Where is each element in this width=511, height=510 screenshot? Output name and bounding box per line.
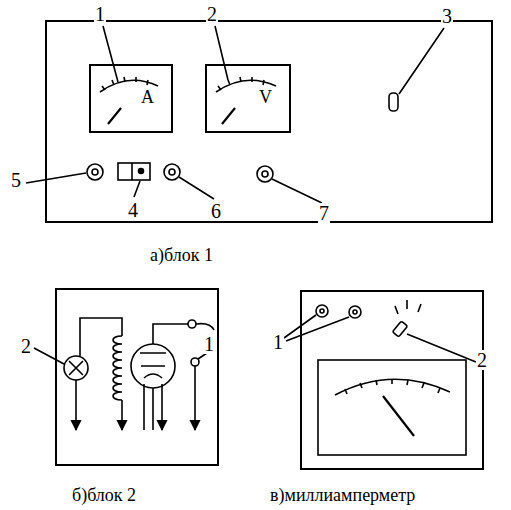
vacuum-tube bbox=[131, 344, 175, 388]
terminal-center bbox=[262, 171, 268, 177]
leader-lines bbox=[34, 348, 207, 364]
meter-window bbox=[318, 360, 466, 455]
callout-number: 2 bbox=[476, 350, 488, 370]
voltmeter-ticks bbox=[218, 77, 264, 90]
terminal bbox=[316, 305, 328, 317]
voltmeter-needle bbox=[222, 108, 235, 124]
callout-number: 7 bbox=[318, 203, 330, 223]
tube-electrodes bbox=[140, 353, 166, 378]
callout-number: 1 bbox=[272, 332, 284, 352]
terminal-center bbox=[353, 310, 357, 314]
equipment-panel: а)блок 1AV bbox=[45, 20, 493, 223]
wire bbox=[153, 324, 188, 344]
meter-box: V bbox=[205, 64, 291, 133]
callout-number: 5 bbox=[10, 170, 22, 190]
equipment-panel: б)блок 2 bbox=[55, 288, 219, 466]
meter-scale bbox=[335, 379, 450, 395]
callout-number: 4 bbox=[127, 200, 139, 220]
equipment-panel: в)миллиамперметр bbox=[300, 290, 484, 470]
callout-number: 2 bbox=[20, 336, 32, 356]
terminal-center bbox=[169, 169, 175, 175]
panel-caption: б)блок 2 bbox=[72, 486, 136, 504]
switch-divider bbox=[131, 163, 133, 180]
callout-number: 1 bbox=[94, 4, 106, 24]
callout-number: 3 bbox=[441, 6, 453, 26]
terminal bbox=[188, 320, 196, 328]
lamp-lead bbox=[75, 380, 77, 430]
panel-caption: в)миллиамперметр bbox=[270, 486, 415, 504]
panel-caption: а)блок 1 bbox=[150, 246, 213, 264]
lamp bbox=[64, 356, 88, 380]
toggle-switch bbox=[389, 93, 398, 111]
range-switch bbox=[392, 321, 407, 337]
callout-number: 1 bbox=[203, 334, 215, 354]
coil-lead bbox=[121, 400, 123, 430]
meter-needle bbox=[383, 396, 414, 436]
terminal bbox=[257, 166, 273, 182]
terminal-center bbox=[92, 169, 98, 175]
terminal bbox=[191, 358, 199, 366]
range-ticks bbox=[395, 300, 421, 314]
leader-lines bbox=[26, 26, 444, 203]
terminal bbox=[349, 306, 361, 318]
meter-box: A bbox=[89, 64, 173, 133]
meter-symbol: A bbox=[141, 88, 154, 106]
tube-leads bbox=[144, 384, 162, 430]
coil bbox=[113, 336, 122, 400]
lamp-cross bbox=[69, 361, 83, 375]
callout-number: 6 bbox=[210, 201, 222, 221]
meter-symbol: V bbox=[259, 88, 272, 106]
terminal bbox=[164, 164, 180, 180]
terminal-lead bbox=[194, 366, 196, 430]
terminal bbox=[87, 164, 103, 180]
terminal-center bbox=[320, 309, 324, 313]
callout-number: 2 bbox=[206, 4, 218, 24]
switch-knob bbox=[139, 169, 144, 174]
switch bbox=[118, 163, 150, 180]
meter-ticks bbox=[345, 379, 440, 394]
leader-lines bbox=[284, 315, 476, 362]
wire bbox=[196, 324, 214, 330]
ammeter-needle bbox=[108, 108, 121, 124]
